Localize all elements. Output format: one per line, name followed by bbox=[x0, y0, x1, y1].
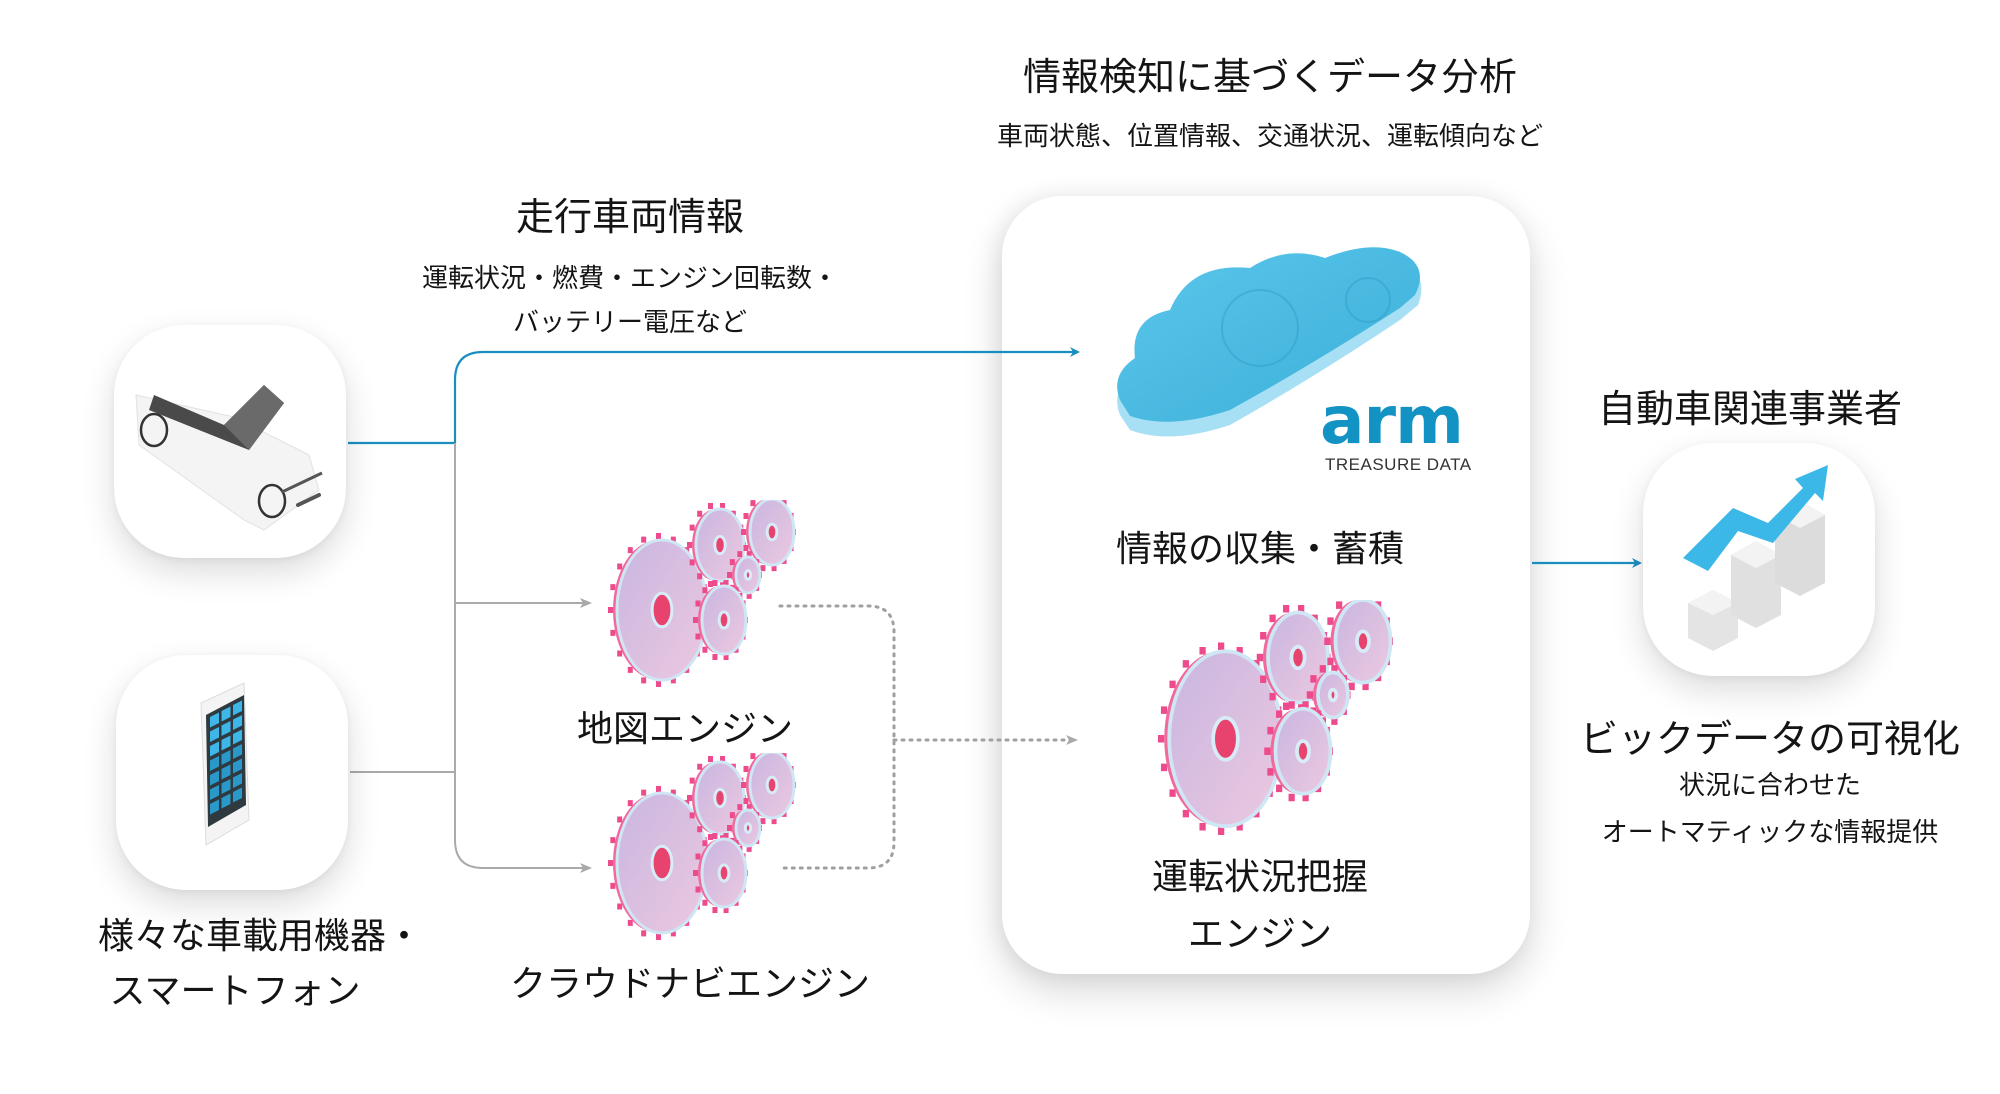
gear-icon bbox=[693, 832, 748, 914]
driving-status-engine-gears-icon bbox=[1158, 600, 1393, 835]
map-engine-gears-icon bbox=[608, 500, 796, 687]
big-data-visualization-label: ビックデータの可視化 bbox=[1579, 717, 1960, 761]
gear-icon bbox=[693, 579, 748, 661]
smartphone-tile bbox=[116, 655, 348, 890]
devices-label-1: 様々な車載用機器・ bbox=[97, 916, 422, 957]
app-tile-icon bbox=[233, 773, 242, 788]
gear-icon bbox=[1324, 600, 1393, 691]
vehicle-info-detail-2: バッテリー電圧など bbox=[512, 308, 747, 338]
arm-logo: arm bbox=[1320, 382, 1464, 459]
collect-store-label: 情報の収集・蓄積 bbox=[1115, 529, 1404, 570]
driving-status-engine-label-2: エンジン bbox=[1187, 914, 1332, 955]
app-tile-icon bbox=[210, 799, 219, 815]
vehicle-info-detail-1: 運転状況・燃費・エンジン回転数・ bbox=[421, 264, 838, 294]
analysis-subtitle: 車両状態、位置情報、交通状況、運転傾向など bbox=[996, 122, 1543, 152]
cloud-navi-engine-gears-icon bbox=[608, 753, 796, 940]
app-tile-icon bbox=[210, 756, 219, 771]
engines-merge-dotted-connector bbox=[778, 604, 896, 870]
app-tile-icon bbox=[210, 785, 219, 800]
app-tile-icon bbox=[233, 700, 242, 716]
devices-label-2: スマートフォン bbox=[109, 971, 361, 1012]
app-tile-icon bbox=[233, 758, 242, 774]
gear-icon bbox=[1264, 701, 1333, 802]
gear-icon bbox=[1158, 642, 1285, 835]
app-tile-icon bbox=[221, 793, 231, 809]
gear-icon bbox=[727, 551, 762, 599]
gear-icon bbox=[608, 533, 709, 687]
map-engine-label: 地図エンジン bbox=[576, 709, 793, 750]
growth-chart-icon bbox=[1683, 465, 1828, 651]
app-tile-icon bbox=[221, 764, 231, 780]
app-tile-icon bbox=[221, 779, 231, 794]
treasure-data-logo-text: TREASURE DATA bbox=[1325, 455, 1472, 474]
driving-status-engine-label-1: 運転状況把握 bbox=[1151, 857, 1368, 898]
output-detail-1: 状況に合わせた bbox=[1678, 771, 1861, 801]
app-tile-icon bbox=[233, 787, 242, 803]
car-to-cloud-connector bbox=[348, 347, 1080, 445]
analysis-title: 情報検知に基づくデータ分析 bbox=[1022, 55, 1517, 99]
gear-icon bbox=[608, 786, 709, 940]
vehicle-info-title: 走行車両情報 bbox=[515, 195, 744, 239]
output-tile bbox=[1643, 443, 1875, 676]
app-tile-icon bbox=[210, 741, 219, 757]
app-tile-icon bbox=[221, 721, 231, 736]
gear-icon bbox=[741, 753, 796, 825]
car-icon bbox=[135, 385, 323, 531]
gear-icon bbox=[687, 756, 746, 840]
app-tile-icon bbox=[221, 735, 231, 751]
app-tile-icon bbox=[233, 729, 242, 745]
smartphone-icon bbox=[200, 682, 250, 846]
car-tile bbox=[114, 325, 346, 558]
app-tile-icon bbox=[210, 712, 219, 728]
gear-icon bbox=[741, 500, 796, 572]
app-tile-icon bbox=[210, 770, 219, 786]
app-tile-icon bbox=[221, 706, 231, 722]
gray-trunk-connector bbox=[454, 443, 592, 873]
output-detail-2: オートマティックな情報提供 bbox=[1601, 818, 1939, 848]
app-tile-icon bbox=[221, 750, 231, 765]
app-tile-icon bbox=[233, 744, 242, 759]
gear-icon bbox=[727, 804, 762, 852]
cloud-icon bbox=[1117, 247, 1422, 437]
app-tile-icon bbox=[210, 727, 219, 742]
automotive-business-title: 自動車関連事業者 bbox=[1597, 387, 1902, 431]
app-tile-icon bbox=[233, 715, 242, 730]
gear-icon bbox=[1306, 665, 1351, 725]
cloud-navi-engine-label: クラウドナビエンジン bbox=[509, 964, 870, 1005]
